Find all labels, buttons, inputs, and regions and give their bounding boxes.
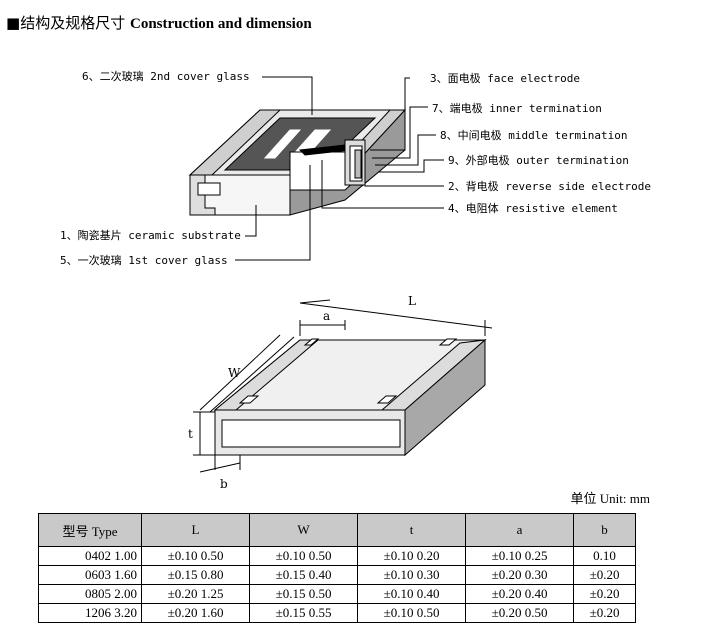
heading-square: ■ [6,14,21,32]
label-reverse-side-electrode: 2、背电极 reverse side electrode [448,179,651,193]
cell-W: ±0.15 0.50 [249,584,359,604]
dimension-table: 型号 Type L W t a b 0402 1.00 ±0.10 0.50 ±… [38,513,636,623]
cell-type: 0402 1.00 [38,546,142,566]
label-2nd-cover-glass: 6、二次玻璃 2nd cover glass [82,69,250,83]
cell-b: 0.10 [573,546,636,566]
cell-L: ±0.10 0.50 [140,546,251,566]
dim-label-L: L [408,294,416,308]
construction-diagram: 6、二次玻璃 2nd cover glass 3、面电极 face electr… [60,69,651,491]
leader-lines [235,76,444,261]
cell-b: ±0.20 [573,565,636,585]
section-heading: ■结构及规格尺寸 Construction and dimension [6,12,312,33]
heading-cn: 结构及规格尺寸 [20,14,126,32]
chip-dimension-view [213,338,487,457]
header-type: 型号 Type [38,513,142,547]
cell-a: ±0.20 0.50 [465,603,575,623]
cell-a: ±0.20 0.30 [465,565,575,585]
header-b: b [573,513,636,547]
dimension-lines [193,299,493,473]
cell-t: ±0.10 0.30 [357,565,467,585]
cell-t: ±0.10 0.20 [357,546,467,566]
dim-label-W: W [228,366,241,380]
cell-type: 1206 3.20 [38,603,142,623]
unit-note: 单位 Unit: mm [570,491,650,506]
header-W: W [249,513,359,547]
cell-L: ±0.20 1.25 [140,584,251,604]
label-inner-termination: 7、端电极 inner termination [432,101,602,115]
header-t: t [357,513,467,547]
cell-a: ±0.20 0.40 [465,584,575,604]
cell-t: ±0.10 0.50 [357,603,467,623]
table-header-row: 型号 Type L W t a b [38,513,636,547]
cell-W: ±0.10 0.50 [249,546,359,566]
heading-en: Construction and dimension [129,16,312,32]
table-row: 1206 3.20 ±0.20 1.60 ±0.15 0.55 ±0.10 0.… [38,603,636,623]
label-resistive-element: 4、电阻体 resistive element [448,201,618,215]
label-face-electrode: 3、面电极 face electrode [430,71,580,85]
cell-W: ±0.15 0.55 [249,603,359,623]
cell-L: ±0.20 1.60 [140,603,251,623]
label-middle-termination: 8、中间电极 middle termination [440,128,627,142]
cell-L: ±0.15 0.80 [140,565,251,585]
dim-label-a: a [323,309,330,323]
label-outer-termination: 9、外部电极 outer termination [448,153,629,167]
label-ceramic-substrate: 1、陶瓷基片 ceramic substrate [60,228,241,242]
chip-cross-section [188,108,407,216]
header-L: L [140,513,251,547]
table-row: 0805 2.00 ±0.20 1.25 ±0.15 0.50 ±0.10 0.… [38,584,636,604]
cell-b: ±0.20 [573,603,636,623]
cell-type: 0805 2.00 [38,584,142,604]
cell-a: ±0.10 0.25 [465,546,575,566]
table-row: 0402 1.00 ±0.10 0.50 ±0.10 0.50 ±0.10 0.… [38,546,636,566]
table-row: 0603 1.60 ±0.15 0.80 ±0.15 0.40 ±0.10 0.… [38,565,636,585]
cell-t: ±0.10 0.40 [357,584,467,604]
dim-label-b: b [220,477,228,491]
cell-W: ±0.15 0.40 [249,565,359,585]
cell-type: 0603 1.60 [38,565,142,585]
label-1st-cover-glass: 5、一次玻璃 1st cover glass [60,253,228,267]
header-a: a [465,513,575,547]
dim-label-t: t [188,427,193,441]
cell-b: ±0.20 [573,584,636,604]
